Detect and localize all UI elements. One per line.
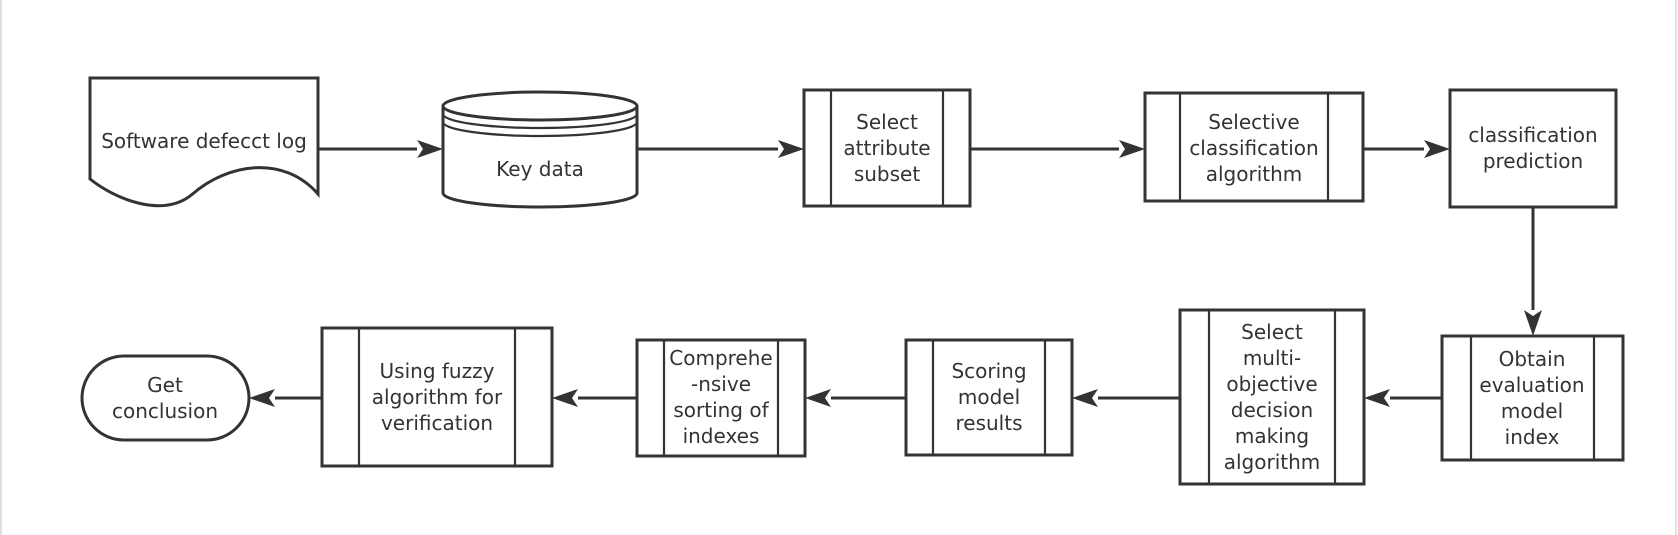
arrowhead-icon — [1424, 140, 1450, 158]
arrowhead-icon — [249, 389, 275, 407]
node-label-line: Scoring — [951, 359, 1026, 383]
node-label-line: algorithm — [1224, 450, 1321, 474]
database-ring-3 — [441, 121, 639, 138]
node-label-line: classification — [1189, 136, 1318, 160]
edge-fuzzy-verification-to-get-conclusion — [249, 389, 322, 407]
node-key-data: Key data — [441, 90, 639, 209]
node-label-line: prediction — [1483, 149, 1583, 173]
node-label-line: Key data — [496, 157, 584, 181]
node-label-line: model — [1501, 399, 1563, 423]
predefined-process-box — [1440, 334, 1625, 462]
arrowhead-icon — [552, 389, 578, 407]
edge-selective-classification-to-classification-prediction — [1363, 140, 1450, 158]
arrowhead-icon — [778, 140, 804, 158]
node-label-line: Comprehe — [669, 346, 772, 370]
node-label-line: objective — [1226, 372, 1317, 396]
node-label-line: attribute — [843, 136, 930, 160]
node-label-line: Select — [856, 110, 918, 134]
arrowhead-icon — [805, 389, 831, 407]
node-label-line: conclusion — [112, 399, 218, 423]
edge-comprehensive-sorting-to-fuzzy-verification — [552, 389, 637, 407]
edge-classification-prediction-to-obtain-evaluation — [1524, 207, 1542, 336]
node-label-line: Software defecct log — [101, 129, 307, 153]
node-label-line: algorithm for — [372, 385, 503, 409]
edge-defect-log-to-key-data — [318, 140, 443, 158]
edge-obtain-evaluation-to-select-mcdm — [1364, 389, 1442, 407]
node-defect-log: Software defecct log — [88, 76, 320, 208]
node-label-line: making — [1235, 424, 1309, 448]
terminator-shape — [80, 354, 251, 442]
arrowhead-icon — [1119, 140, 1145, 158]
node-label-line: evaluation — [1479, 373, 1584, 397]
edge-select-attribute-to-selective-classification — [970, 140, 1145, 158]
process-box — [1448, 88, 1618, 209]
arrowhead-icon — [1524, 310, 1542, 336]
edge-select-mcdm-to-scoring-model — [1072, 389, 1180, 407]
node-label-line: -nsive — [691, 372, 751, 396]
node-label-line: classification — [1468, 123, 1597, 147]
node-label-line: decision — [1231, 398, 1313, 422]
node-label-line: verification — [381, 411, 493, 435]
arrowhead-icon — [417, 140, 443, 158]
arrowhead-icon — [1364, 389, 1390, 407]
node-select-mcdm: Selectmulti-objectivedecisionmakingalgor… — [1178, 308, 1366, 486]
node-label-line: Using fuzzy — [380, 359, 495, 383]
database-body — [441, 106, 639, 209]
document-shape — [88, 76, 320, 208]
database-ring-2 — [441, 113, 639, 130]
node-label-line: algorithm — [1206, 162, 1303, 186]
edge-key-data-to-select-attribute — [637, 140, 804, 158]
node-label-line: sorting of — [673, 398, 769, 422]
node-label-line: Selective — [1208, 110, 1299, 134]
node-label-line: multi- — [1243, 346, 1301, 370]
node-label-line: Obtain — [1499, 347, 1566, 371]
database-ring-1 — [441, 105, 639, 122]
node-label-line: subset — [854, 162, 921, 186]
edges — [249, 140, 1542, 407]
edge-scoring-model-to-comprehensive-sorting — [805, 389, 906, 407]
predefined-process-box — [1143, 91, 1365, 203]
node-label-line: index — [1505, 425, 1560, 449]
node-label-line: model — [958, 385, 1020, 409]
predefined-process-box — [1178, 308, 1366, 486]
node-label-line: Get — [147, 373, 183, 397]
arrowhead-icon — [1072, 389, 1098, 407]
node-label-line: results — [955, 411, 1022, 435]
node-label-line: Select — [1241, 320, 1303, 344]
node-label-line: indexes — [683, 424, 760, 448]
predefined-process-box — [320, 326, 554, 468]
